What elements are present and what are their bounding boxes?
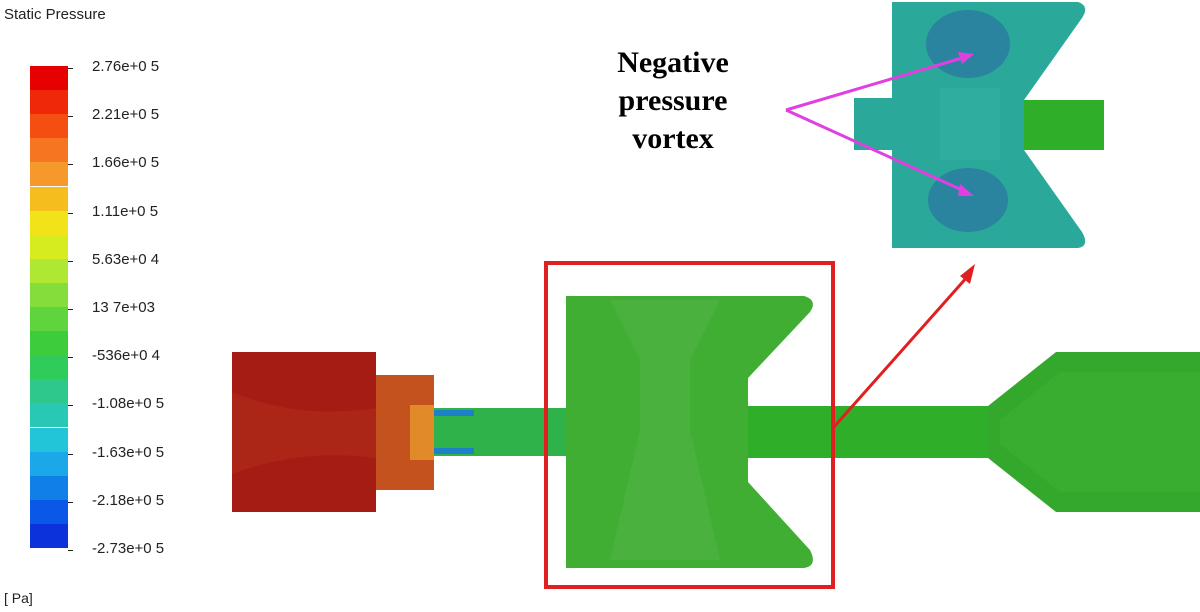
legend-color-band (30, 234, 68, 259)
legend-color-band (30, 451, 68, 476)
legend-color-band (30, 114, 68, 139)
highlight-box (544, 261, 835, 589)
annotation-line: pressure (618, 84, 728, 117)
detail-vortex-top (926, 10, 1010, 78)
annotation-arrow-top (785, 56, 963, 112)
legend-tick (68, 68, 73, 69)
legend-tick (68, 260, 73, 262)
legend-color-band (30, 427, 68, 452)
legend-tick-label: -2.73e+0 5 (92, 540, 165, 557)
highlight-arrow (831, 275, 970, 429)
annotation-arrow-bottom (785, 108, 963, 192)
legend-color-band (30, 162, 68, 187)
main-chamber-inner-band (610, 300, 720, 560)
legend-color-band (30, 307, 68, 332)
inlet-block-lighter-band (232, 392, 376, 474)
legend-tick-label: -1.63e+0 5 (92, 443, 165, 461)
legend-color-band (30, 475, 68, 500)
legend-tick (68, 550, 73, 551)
annotation-line: Negative (617, 46, 729, 79)
legend-tick (68, 405, 73, 407)
legend-color-band (30, 403, 68, 428)
legend-color-band (30, 379, 68, 404)
annotation-background (566, 37, 780, 185)
jet-blue-streak-lower (434, 448, 474, 454)
legend-tick (68, 212, 73, 214)
legend-tick-label: 2.21e+0 5 (92, 106, 160, 124)
legend-color-band (30, 90, 68, 115)
legend-color-band (30, 282, 68, 307)
legend-color-band (30, 258, 68, 283)
legend-tick-label: 1.66e+0 5 (92, 154, 160, 172)
highlight-arrowhead (960, 264, 975, 284)
annotation-arrowhead-bottom (958, 184, 974, 196)
orifice-gradient (410, 405, 434, 460)
legend-tick (68, 357, 73, 359)
outlet-pipe (748, 406, 988, 458)
legend-tick-label: -1.08e+0 5 (92, 395, 165, 413)
annotation-label: Negative pressure vortex (566, 44, 780, 158)
detail-vortex-bottom (928, 168, 1008, 232)
legend-tick (68, 309, 73, 310)
legend-color-band (30, 523, 68, 548)
legend-tick-label: -536e+0 4 (92, 347, 160, 365)
detail-inlet-stub (854, 98, 894, 150)
legend-tick (68, 453, 73, 455)
outlet-diffuser-shade (1000, 372, 1200, 492)
legend-tick (68, 501, 73, 503)
detail-outlet-pipe (1024, 100, 1104, 150)
detail-mid-band (940, 88, 1000, 160)
legend-unit: [ Pa] (4, 590, 33, 606)
legend-tick-label: 2.76e+0 5 (92, 58, 160, 75)
annotation-arrowhead-top (958, 52, 974, 64)
legend-color-band (30, 66, 68, 91)
legend-color-band (30, 331, 68, 356)
legend-title: Static Pressure (4, 6, 106, 23)
legend-color-band (30, 186, 68, 211)
legend-tick-label: -2.18e+0 5 (92, 491, 165, 509)
legend-tick-label: 1.11e+0 5 (92, 202, 159, 220)
legend-color-band (30, 210, 68, 235)
legend-color-band (30, 499, 68, 524)
legend-tick (68, 116, 73, 118)
jet-blue-streak (434, 410, 474, 416)
legend-color-band (30, 355, 68, 380)
legend-tick-label: 13 7e+03 (92, 299, 155, 316)
legend-color-band (30, 138, 68, 163)
legend-tick-label: 5.63e+0 4 (92, 250, 160, 268)
legend-tick (68, 164, 73, 166)
annotation-line: vortex (632, 122, 714, 155)
